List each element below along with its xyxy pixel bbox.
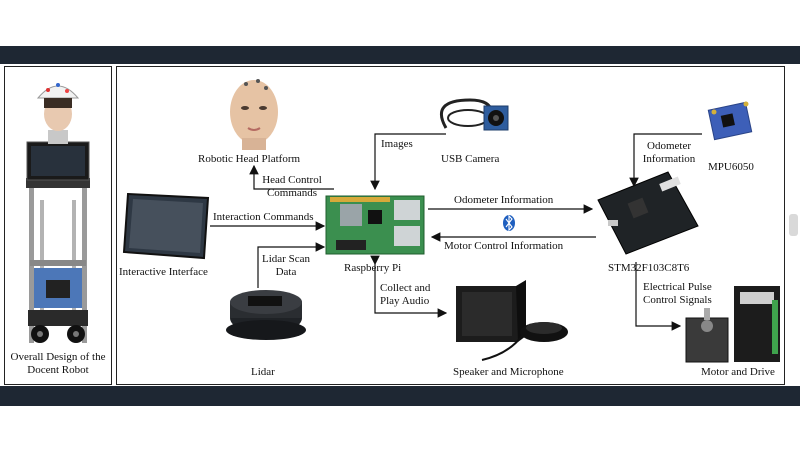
node-label-motor: Motor and Drive (701, 366, 775, 378)
raspberry-pi-image (325, 195, 425, 255)
pulse-line2: Control Signals (643, 294, 712, 306)
lidar-image (226, 290, 306, 340)
bluetooth-icon (503, 214, 515, 232)
node-label-stm32: STM32F103C8T6 (608, 262, 690, 274)
node-label-lidar: Lidar (251, 366, 275, 378)
node-label-interface: Interactive Interface (119, 266, 208, 278)
robot-caption-line2: Docent Robot (27, 364, 89, 376)
lidar-scan-line2: Data (275, 266, 297, 278)
top-dark-band (0, 46, 800, 64)
interactive-interface-image (122, 192, 210, 260)
usb-camera-image (440, 98, 509, 131)
node-label-mpu6050: MPU6050 (708, 161, 754, 173)
audio-line2: Play Audio (380, 295, 430, 307)
node-label-head: Robotic Head Platform (198, 153, 301, 165)
mpu-odometer-line2: Information (642, 153, 696, 165)
node-label-speaker: Speaker and Microphone (453, 366, 564, 378)
edge-label-motor-control: Motor Control Information (444, 240, 564, 252)
docent-robot-image (26, 83, 90, 343)
edge-label-mpu-odometer: Odometer Information (636, 140, 702, 166)
speaker-microphone-image (456, 280, 568, 361)
mpu6050-image (707, 101, 753, 141)
robotic-head-image (230, 79, 278, 150)
motor-drive-image (685, 286, 780, 363)
edge-label-lidar-scan: Lidar Scan Data (260, 253, 312, 279)
node-label-camera: USB Camera (441, 153, 500, 165)
pulse-line1: Electrical Pulse (643, 281, 712, 293)
edge-label-audio: Collect and Play Audio (380, 282, 430, 308)
edge-label-images: Images (381, 138, 413, 150)
edge-label-pulse: Electrical Pulse Control Signals (643, 281, 712, 307)
audio-line1: Collect and (380, 282, 431, 294)
robot-caption-line1: Overall Design of the (10, 351, 106, 363)
node-label-raspberry-pi: Raspberry Pi (344, 262, 402, 274)
mpu-odometer-line1: Odometer (647, 140, 691, 152)
bottom-dark-band (0, 386, 800, 406)
connector-lines (210, 133, 702, 331)
edge-label-interaction: Interaction Commands (213, 211, 314, 223)
edge-label-head-control: Head Control Commands (256, 174, 328, 200)
edge-label-odometer: Odometer Information (454, 194, 554, 206)
robot-overview-caption: Overall Design of the Docent Robot (4, 351, 112, 377)
scrollbar-thumb[interactable] (789, 214, 798, 236)
lidar-scan-line1: Lidar Scan (262, 253, 310, 265)
stm32-board-image (597, 171, 699, 255)
head-control-line1: Head Control (262, 174, 322, 186)
head-control-line2: Commands (266, 187, 318, 199)
